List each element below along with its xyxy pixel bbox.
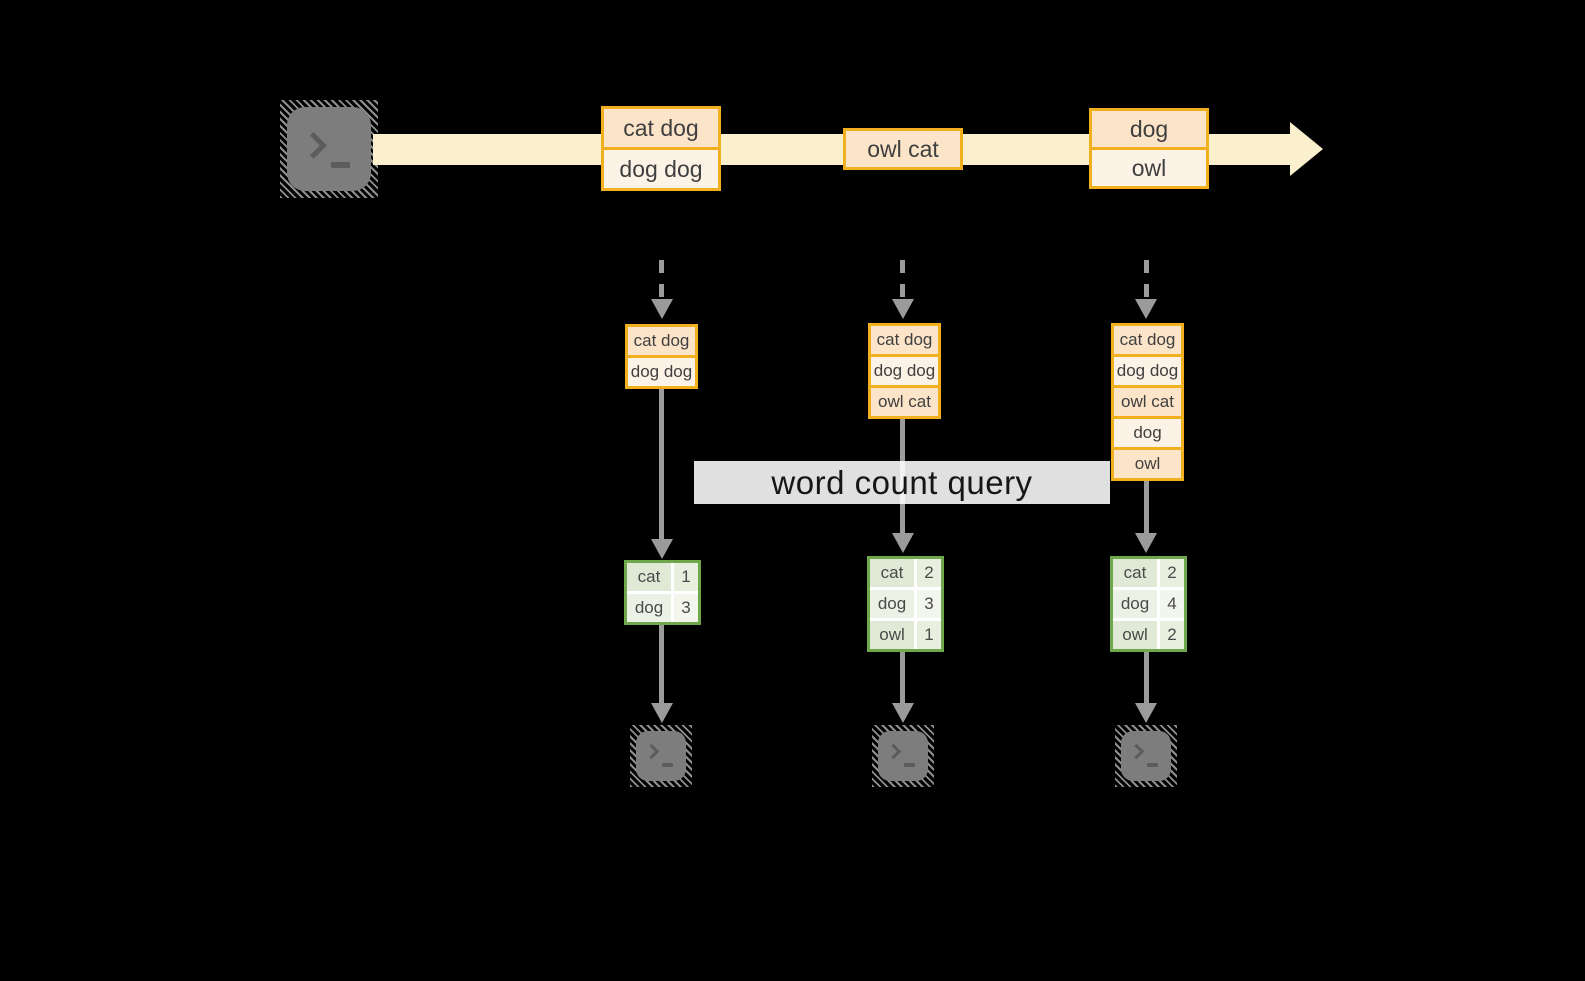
terminal-screen [636, 731, 686, 781]
state-row: cat dog [628, 327, 695, 355]
state-row: owl cat [1114, 388, 1181, 416]
terminal-screen [287, 107, 371, 191]
query-arrowhead-icon [1135, 533, 1157, 553]
terminal-prompt-icon [885, 743, 902, 760]
stream-batch-3: dog owl [1089, 108, 1209, 189]
terminal-screen [1121, 731, 1171, 781]
result-table-1: cat 1 dog 3 [624, 560, 701, 625]
query-arrowhead-icon [892, 533, 914, 553]
word-cell: dog [870, 590, 914, 618]
query-arrow-line [1144, 481, 1149, 533]
word-cell: owl [1113, 621, 1157, 649]
terminal-prompt-icon [1128, 743, 1145, 760]
stream-batch-2: owl cat [843, 128, 963, 170]
count-cell: 2 [1160, 559, 1184, 587]
state-box-2: cat dog dog dog owl cat [868, 323, 941, 419]
sink-terminal-icon [1115, 725, 1177, 787]
terminal-cursor-icon [331, 162, 350, 168]
state-row: dog [1114, 419, 1181, 447]
count-cell: 4 [1160, 590, 1184, 618]
batch-row: owl cat [846, 131, 960, 167]
state-row: dog dog [628, 358, 695, 386]
result-table-2: cat 2 dog 3 owl 1 [867, 556, 944, 652]
terminal-cursor-icon [662, 763, 673, 767]
source-terminal-icon [280, 100, 378, 198]
word-cell: owl [870, 621, 914, 649]
state-row: cat dog [1114, 326, 1181, 354]
sink-arrow-line [659, 625, 664, 703]
state-box-1: cat dog dog dog [625, 324, 698, 389]
count-cell: 3 [917, 590, 941, 618]
input-stream-arrowhead-icon [1290, 122, 1323, 176]
word-cell: cat [627, 563, 671, 591]
batch-row: owl [1092, 150, 1206, 186]
count-cell: 1 [674, 563, 698, 591]
sink-arrowhead-icon [651, 703, 673, 723]
word-cell: cat [870, 559, 914, 587]
microbatch-arrow-dashed-line [659, 260, 664, 300]
state-row: owl cat [871, 388, 938, 416]
terminal-cursor-icon [904, 763, 915, 767]
terminal-prompt-icon [643, 743, 660, 760]
batch-row: cat dog [604, 109, 718, 147]
count-cell: 2 [1160, 621, 1184, 649]
sink-terminal-icon [872, 725, 934, 787]
result-table-3: cat 2 dog 4 owl 2 [1110, 556, 1187, 652]
sink-arrowhead-icon [892, 703, 914, 723]
microbatch-arrow-dashed-line [900, 260, 905, 300]
microbatch-arrowhead-icon [1135, 299, 1157, 319]
stream-batch-1: cat dog dog dog [601, 106, 721, 191]
sink-terminal-icon [630, 725, 692, 787]
count-cell: 3 [674, 594, 698, 622]
query-arrowhead-icon [651, 539, 673, 559]
query-label: word count query [694, 461, 1110, 504]
query-arrow-line [659, 389, 664, 539]
sink-arrowhead-icon [1135, 703, 1157, 723]
state-box-3: cat dog dog dog owl cat dog owl [1111, 323, 1184, 481]
count-cell: 2 [917, 559, 941, 587]
state-row: cat dog [871, 326, 938, 354]
microbatch-arrowhead-icon [651, 299, 673, 319]
terminal-cursor-icon [1147, 763, 1158, 767]
state-row: dog dog [1114, 357, 1181, 385]
word-cell: dog [627, 594, 671, 622]
sink-arrow-line [900, 652, 905, 703]
terminal-screen [878, 731, 928, 781]
state-row: owl [1114, 450, 1181, 478]
microbatch-arrow-dashed-line [1144, 260, 1149, 300]
batch-row: dog dog [604, 150, 718, 188]
word-cell: dog [1113, 590, 1157, 618]
word-cell: cat [1113, 559, 1157, 587]
sink-arrow-line [1144, 652, 1149, 703]
count-cell: 1 [917, 621, 941, 649]
state-row: dog dog [871, 357, 938, 385]
batch-row: dog [1092, 111, 1206, 147]
terminal-prompt-icon [300, 132, 327, 159]
microbatch-arrowhead-icon [892, 299, 914, 319]
